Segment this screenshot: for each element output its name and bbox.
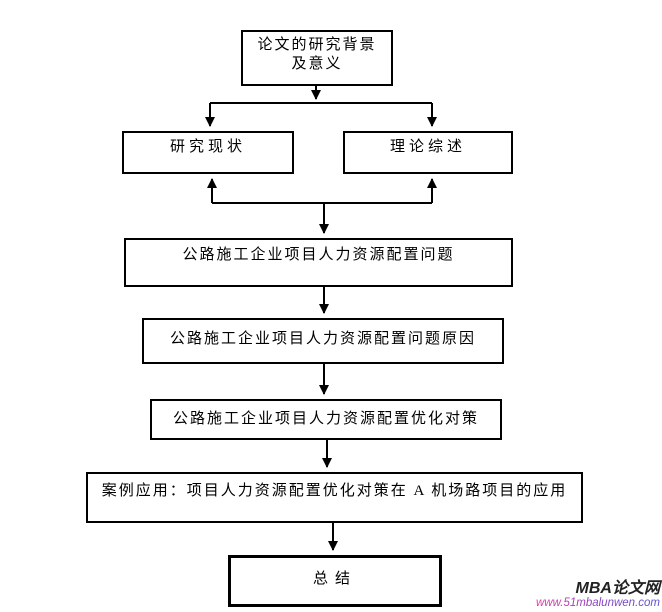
- watermark-brand-text: MBA论文网: [575, 580, 660, 597]
- flow-node-thesis-background: 论文的研究背景 及意义: [241, 30, 393, 86]
- flow-node-theory-review: 理论综述: [343, 131, 513, 174]
- flow-node-summary: 总结: [228, 555, 442, 607]
- flow-node-optimization-strategy: 公路施工企业项目人力资源配置优化对策: [150, 399, 502, 440]
- flow-node-allocation-problems: 公路施工企业项目人力资源配置问题: [124, 238, 513, 287]
- flow-node-research-status: 研究现状: [122, 131, 294, 174]
- watermark-url-text: www.51mbalunwen.com: [535, 597, 660, 609]
- watermark: MBA论文网 www.51mbalunwen.com: [536, 580, 660, 610]
- flow-node-problem-causes: 公路施工企业项目人力资源配置问题原因: [142, 318, 504, 364]
- flow-node-case-application: 案例应用：项目人力资源配置优化对策在 A 机场路项目的应用: [86, 472, 583, 523]
